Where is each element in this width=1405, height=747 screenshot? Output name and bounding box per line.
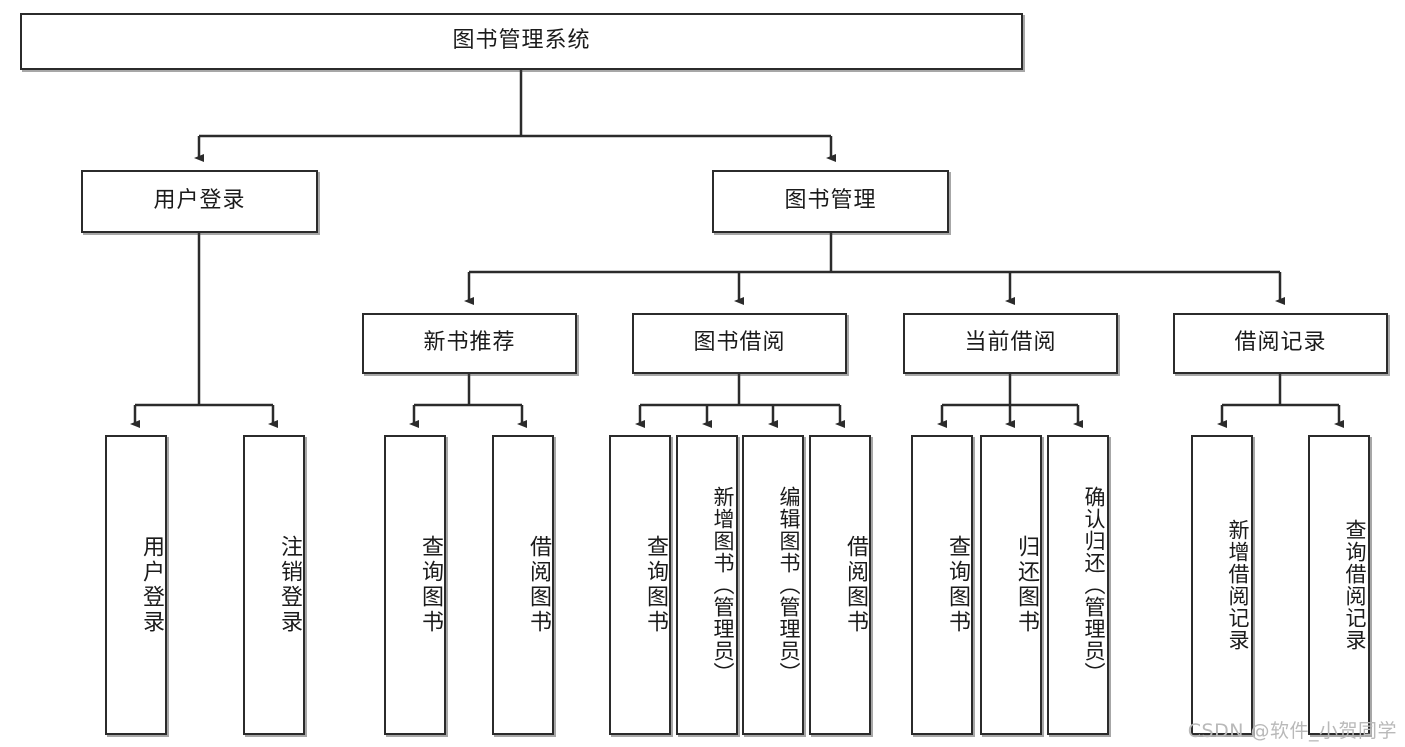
node-leaf-query-book-1[interactable]: 查询图书 <box>384 435 446 735</box>
node-book-manage[interactable]: 图书管理 <box>712 170 949 233</box>
node-label: 用户登录 <box>153 188 246 214</box>
node-leaf-confirm-return[interactable]: 确认归还（管理员） <box>1047 435 1109 735</box>
node-leaf-add-record[interactable]: 新增借阅记录 <box>1191 435 1253 735</box>
node-leaf-user-login[interactable]: 用户登录 <box>105 435 167 735</box>
node-label: 借阅记录 <box>1234 330 1327 356</box>
node-leaf-query-book-3[interactable]: 查询图书 <box>911 435 973 735</box>
node-label: 当前借阅 <box>964 330 1057 356</box>
node-leaf-logout-login[interactable]: 注销登录 <box>243 435 305 735</box>
node-label: 借阅图书 <box>843 535 868 635</box>
node-label: 新增借阅记录 <box>1226 519 1250 651</box>
node-label: 查询借阅记录 <box>1343 519 1367 651</box>
watermark-text: CSDN @软件_小贺同学 <box>1187 720 1397 742</box>
node-label: 图书管理 <box>784 188 877 214</box>
node-leaf-return-book[interactable]: 归还图书 <box>980 435 1042 735</box>
node-label: 查询图书 <box>418 535 443 635</box>
node-book-borrow[interactable]: 图书借阅 <box>632 313 847 374</box>
node-label: 归还图书 <box>1014 535 1039 635</box>
node-label: 借阅图书 <box>526 535 551 635</box>
node-label: 新增图书（管理员） <box>711 486 735 684</box>
node-label: 图书借阅 <box>693 330 786 356</box>
node-leaf-edit-book[interactable]: 编辑图书（管理员） <box>742 435 804 735</box>
node-label: 确认归还（管理员） <box>1082 486 1106 684</box>
node-label: 查询图书 <box>643 535 668 635</box>
node-label: 查询图书 <box>945 535 970 635</box>
node-book-management-system[interactable]: 图书管理系统 <box>20 13 1023 70</box>
node-user-login[interactable]: 用户登录 <box>81 170 318 233</box>
node-leaf-query-book-2[interactable]: 查询图书 <box>609 435 671 735</box>
node-leaf-borrow-book-1[interactable]: 借阅图书 <box>492 435 554 735</box>
node-label: 用户登录 <box>139 535 164 635</box>
node-label: 新书推荐 <box>423 330 516 356</box>
node-label: 注销登录 <box>277 535 302 635</box>
node-leaf-query-record[interactable]: 查询借阅记录 <box>1308 435 1370 735</box>
node-current-borrow[interactable]: 当前借阅 <box>903 313 1118 374</box>
node-borrow-record[interactable]: 借阅记录 <box>1173 313 1388 374</box>
node-leaf-borrow-book-2[interactable]: 借阅图书 <box>809 435 871 735</box>
node-label: 编辑图书（管理员） <box>777 486 801 684</box>
node-label: 图书管理系统 <box>452 28 591 54</box>
node-leaf-add-book[interactable]: 新增图书（管理员） <box>676 435 738 735</box>
node-new-book-recommend[interactable]: 新书推荐 <box>362 313 577 374</box>
